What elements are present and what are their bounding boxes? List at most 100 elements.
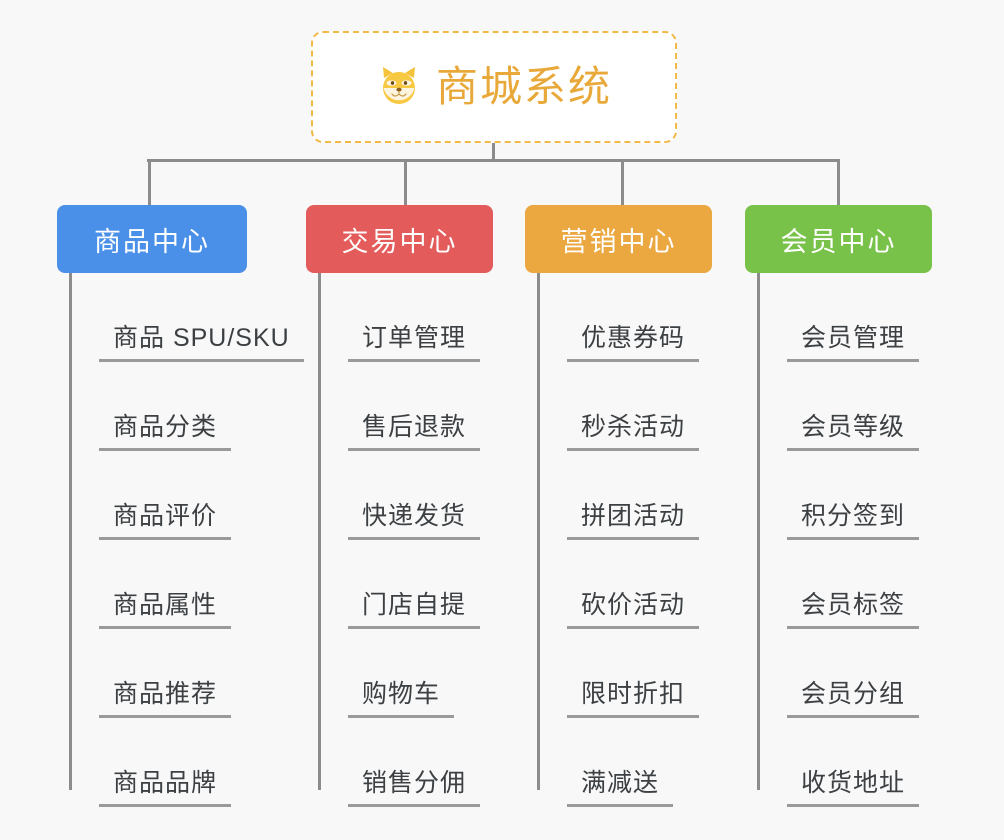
branch-box-label: 交易中心: [341, 226, 458, 257]
branch-column-3: 营销中心优惠券码秒杀活动拼团活动砍价活动限时折扣满减送: [525, 205, 712, 807]
root-title: 商城系统: [435, 63, 612, 110]
leaf-underline: 会员分组: [787, 679, 920, 718]
leaf-item[interactable]: 商品分类: [69, 362, 247, 451]
branch-column-4: 会员中心会员管理会员等级积分签到会员标签会员分组收货地址: [745, 205, 932, 807]
leaf-label: 会员管理: [801, 323, 906, 352]
shiba-dog-face-icon: [376, 64, 422, 110]
leaf-item[interactable]: 会员等级: [757, 362, 932, 451]
connector-drop-2: [404, 159, 407, 205]
leaf-label: 商品品牌: [113, 768, 218, 797]
leaf-underline: 商品属性: [99, 590, 232, 629]
leaf-underline: 会员等级: [787, 412, 920, 451]
root-node[interactable]: 商城系统: [311, 31, 677, 143]
leaf-underline: 收货地址: [787, 768, 920, 807]
leaf-item[interactable]: 限时折扣: [537, 629, 712, 718]
connector-trunk-4: [757, 273, 760, 790]
leaf-item[interactable]: 商品 SPU/SKU: [69, 273, 304, 362]
leaf-underline: 购物车: [348, 679, 455, 718]
leaf-label: 会员分组: [801, 679, 906, 708]
leaf-label: 拼团活动: [581, 501, 686, 530]
leaf-underline: 优惠券码: [567, 323, 700, 362]
leaf-item[interactable]: 优惠券码: [537, 273, 712, 362]
leaf-item[interactable]: 会员标签: [757, 540, 932, 629]
leaf-underline: 拼团活动: [567, 501, 700, 540]
leaf-label: 售后退款: [362, 412, 467, 441]
branch-column-1: 商品中心商品 SPU/SKU 商品分类商品评价商品属性商品推荐商品品牌: [57, 205, 304, 807]
leaf-underline: 砍价活动: [567, 590, 700, 629]
leaf-underline: 门店自提: [348, 590, 481, 629]
branch-box-label: 营销中心: [560, 226, 677, 257]
leaf-label: 会员等级: [801, 412, 906, 441]
leaf-item[interactable]: 商品品牌: [69, 718, 247, 807]
leaf-item[interactable]: 秒杀活动: [537, 362, 712, 451]
leaf-item[interactable]: 积分签到: [757, 451, 932, 540]
leaf-underline: 售后退款: [348, 412, 481, 451]
leaf-label: 门店自提: [362, 590, 467, 619]
leaf-label: 快递发货: [362, 501, 467, 530]
branch-box-label: 会员中心: [780, 226, 897, 257]
branch-box-label: 商品中心: [94, 226, 210, 257]
leaf-underline: 商品品牌: [99, 768, 232, 807]
leaf-underline: 快递发货: [348, 501, 481, 540]
connector-drop-1: [148, 159, 151, 205]
branch-box-1[interactable]: 商品中心: [57, 205, 247, 273]
leaf-label: 优惠券码: [581, 323, 686, 352]
leaf-group-4: 会员管理会员等级积分签到会员标签会员分组收货地址: [757, 273, 932, 807]
leaf-underline: 商品分类: [99, 412, 232, 451]
leaf-label: 收货地址: [801, 768, 906, 797]
leaf-label: 秒杀活动: [581, 412, 686, 441]
leaf-label: 商品评价: [113, 501, 218, 530]
connector-trunk-2: [318, 273, 321, 790]
leaf-underline: 限时折扣: [567, 679, 700, 718]
leaf-item[interactable]: 商品属性: [69, 540, 247, 629]
leaf-underline: 销售分佣: [348, 768, 481, 807]
leaf-item[interactable]: 快递发货: [318, 451, 493, 540]
leaf-underline: 秒杀活动: [567, 412, 700, 451]
leaf-item[interactable]: 会员分组: [757, 629, 932, 718]
connector-horizontal-bus: [147, 159, 838, 162]
leaf-label: 会员标签: [801, 590, 906, 619]
leaf-label: 满减送: [581, 768, 660, 797]
leaf-underline: 积分签到: [787, 501, 920, 540]
leaf-label: 商品属性: [113, 590, 218, 619]
leaf-item[interactable]: 拼团活动: [537, 451, 712, 540]
connector-trunk-3: [537, 273, 540, 790]
leaf-label: 商品分类: [113, 412, 218, 441]
leaf-item[interactable]: 商品推荐: [69, 629, 247, 718]
leaf-item[interactable]: 订单管理: [318, 273, 493, 362]
connector-root-stem: [492, 143, 495, 161]
leaf-underline: 会员标签: [787, 590, 920, 629]
leaf-underline: 订单管理: [348, 323, 481, 362]
leaf-label: 砍价活动: [581, 590, 686, 619]
leaf-item[interactable]: 满减送: [537, 718, 712, 807]
leaf-item[interactable]: 会员管理: [757, 273, 932, 362]
branch-box-2[interactable]: 交易中心: [306, 205, 493, 273]
connector-drop-4: [837, 159, 840, 205]
leaf-label: 订单管理: [362, 323, 467, 352]
leaf-underline: 商品 SPU/SKU: [99, 323, 304, 362]
leaf-item[interactable]: 门店自提: [318, 540, 493, 629]
leaf-item[interactable]: 商品评价: [69, 451, 247, 540]
leaf-group-2: 订单管理售后退款快递发货门店自提购物车销售分佣: [318, 273, 493, 807]
branch-column-2: 交易中心订单管理售后退款快递发货门店自提购物车销售分佣: [306, 205, 493, 807]
leaf-label: 商品推荐: [113, 679, 218, 708]
leaf-item[interactable]: 收货地址: [757, 718, 932, 807]
leaf-group-1: 商品 SPU/SKU 商品分类商品评价商品属性商品推荐商品品牌: [69, 273, 304, 807]
connector-drop-3: [621, 159, 624, 205]
leaf-label: 商品 SPU/SKU: [113, 323, 290, 352]
leaf-item[interactable]: 砍价活动: [537, 540, 712, 629]
leaf-underline: 商品推荐: [99, 679, 232, 718]
leaf-underline: 商品评价: [99, 501, 232, 540]
leaf-label: 积分签到: [801, 501, 906, 530]
branch-box-4[interactable]: 会员中心: [745, 205, 932, 273]
leaf-underline: 会员管理: [787, 323, 920, 362]
branch-box-3[interactable]: 营销中心: [525, 205, 712, 273]
leaf-item[interactable]: 售后退款: [318, 362, 493, 451]
leaf-label: 限时折扣: [581, 679, 686, 708]
leaf-item[interactable]: 销售分佣: [318, 718, 493, 807]
leaf-item[interactable]: 购物车: [318, 629, 493, 718]
connector-trunk-1: [69, 273, 72, 790]
leaf-label: 销售分佣: [362, 768, 467, 797]
leaf-label: 购物车: [362, 679, 441, 708]
